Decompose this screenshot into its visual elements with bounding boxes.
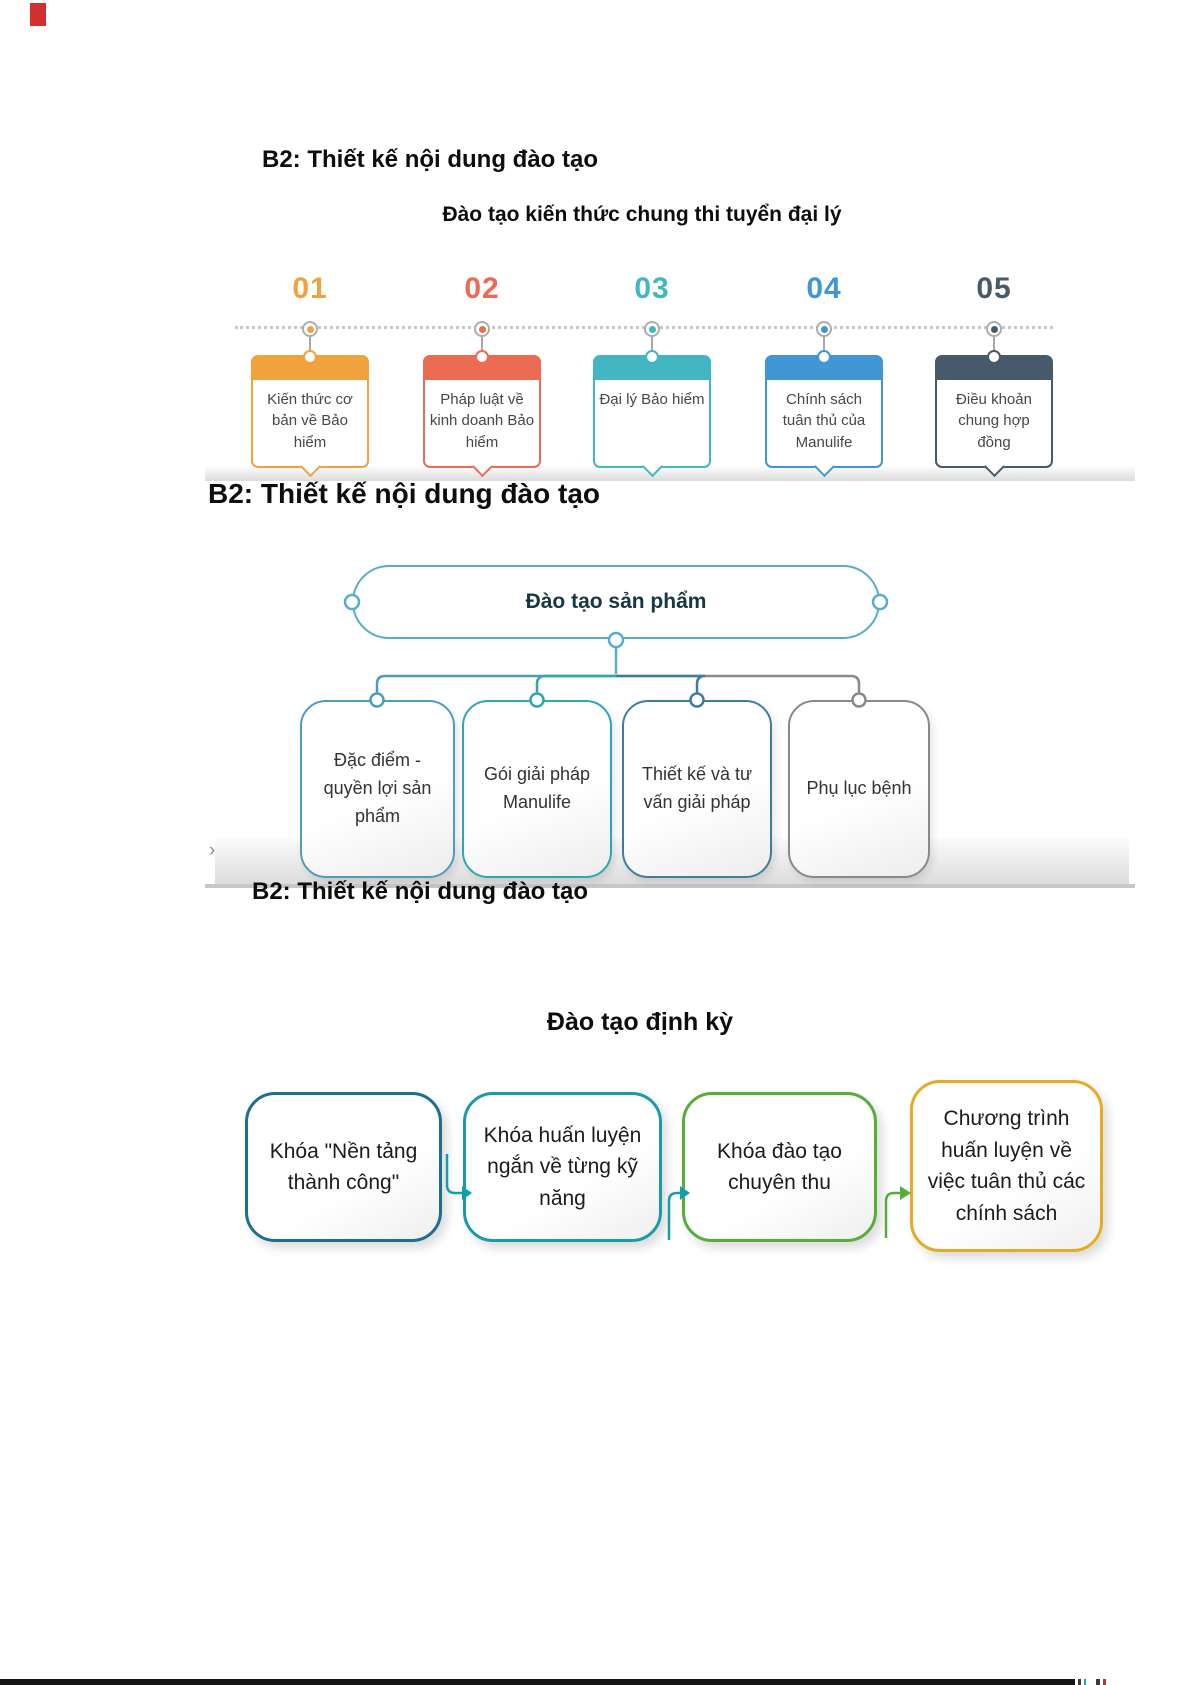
course-box: Khóa "Nền tảng thành công" — [245, 1092, 442, 1242]
step-connector — [651, 337, 653, 356]
child-node-label: Đặc điểm - quyền lợi sản phẩm — [323, 750, 432, 826]
root-node: Đào tạo sản phẩm — [352, 565, 880, 639]
step-card: Pháp luật về kinh doanh Bảo hiểm — [423, 350, 541, 478]
bottom-rule — [0, 1679, 1075, 1685]
step-card-knob-icon — [475, 350, 489, 364]
step-number: 04 — [806, 272, 842, 305]
course-label: Khóa huấn luyện ngắn về từng kỹ năng — [483, 1123, 642, 1210]
child-node-label: Thiết kế và tư vấn giải pháp — [641, 764, 753, 812]
timeline-node-icon — [986, 321, 1002, 337]
slide2-footer-line — [205, 884, 1135, 888]
step-card-knob-icon — [645, 350, 659, 364]
flow-arrow — [667, 1191, 681, 1240]
course-label: Khóa đào tạo chuyên thu — [717, 1139, 842, 1195]
course-box: Khóa đào tạo chuyên thu — [682, 1092, 877, 1242]
timeline-node-icon — [302, 321, 318, 337]
course-label: Chương trình huấn luyện về việc tuân thủ… — [927, 1107, 1086, 1225]
step-number: 03 — [634, 272, 670, 305]
step-card-label: Chính sách tuân thủ của Manulife — [782, 391, 866, 451]
step-card: Điều khoản chung hợp đồng — [935, 350, 1053, 478]
course-box: Khóa huấn luyện ngắn về từng kỹ năng — [463, 1092, 662, 1242]
step-card-knob-icon — [987, 350, 1001, 364]
tree-branch — [375, 674, 616, 700]
child-node-label: Phụ lục bệnh — [806, 778, 912, 799]
step-connector — [309, 337, 311, 356]
step-connector — [481, 337, 483, 356]
step-number: 01 — [292, 272, 328, 305]
child-node: Đặc điểm - quyền lợi sản phẩm — [300, 700, 455, 878]
timeline-node-icon — [644, 321, 660, 337]
clipped-glyph — [1103, 1679, 1106, 1685]
step-card: Chính sách tuân thủ của Manulife — [765, 350, 883, 478]
timeline-node-icon — [474, 321, 490, 337]
timeline-node-icon — [816, 321, 832, 337]
section3-subtitle: Đào tạo định kỳ — [546, 1008, 734, 1036]
slide1-footer-band — [205, 467, 1135, 481]
child-node: Thiết kế và tư vấn giải pháp — [622, 700, 772, 878]
step-card-label: Kiến thức cơ bản về Bảo hiểm — [267, 391, 353, 451]
step-card: Đại lý Bảo hiểm — [593, 350, 711, 478]
step-card-knob-icon — [817, 350, 831, 364]
flow-arrow — [884, 1191, 901, 1238]
step-card-label: Điều khoản chung hợp đồng — [956, 391, 1032, 451]
step-connector — [823, 337, 825, 356]
course-box: Chương trình huấn luyện về việc tuân thủ… — [910, 1080, 1103, 1252]
clipped-glyph — [1096, 1679, 1100, 1685]
child-node: Phụ lục bệnh — [788, 700, 930, 878]
step-connector — [993, 337, 995, 356]
tree-branch — [616, 674, 706, 700]
course-label: Khóa "Nền tảng thành công" — [269, 1139, 418, 1195]
section1-subtitle: Đào tạo kiến thức chung thi tuyển đại lý — [442, 203, 842, 226]
step-card: Kiến thức cơ bản về Bảo hiểm — [251, 350, 369, 478]
section3-title: B2: Thiết kế nội dung đào tạo — [252, 878, 588, 905]
step-card-label: Đại lý Bảo hiểm — [599, 391, 705, 408]
step-card-knob-icon — [303, 350, 317, 364]
tree-branch — [616, 674, 861, 700]
flow-arrow — [445, 1154, 463, 1195]
chevron-right-icon[interactable]: › — [209, 840, 216, 861]
red-marker — [30, 3, 46, 26]
step-number: 02 — [464, 272, 500, 305]
step-card-label: Pháp luật về kinh doanh Bảo hiểm — [429, 391, 535, 451]
section2-title: B2: Thiết kế nội dung đào tạo — [208, 478, 600, 509]
child-node: Gói giải pháp Manulife — [462, 700, 612, 878]
child-node-label: Gói giải pháp Manulife — [483, 764, 591, 812]
section1-title: B2: Thiết kế nội dung đào tạo — [262, 146, 598, 173]
clipped-glyph — [1084, 1679, 1086, 1685]
step-number: 05 — [976, 272, 1012, 305]
clipped-glyph — [1078, 1679, 1081, 1685]
tree-branch — [535, 674, 616, 700]
